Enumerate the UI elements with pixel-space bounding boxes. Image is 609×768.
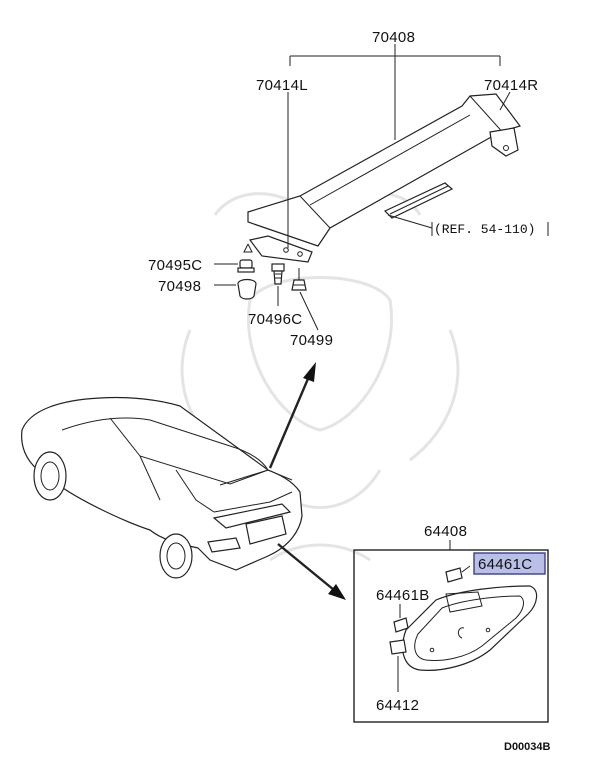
label-70499: 70499 bbox=[290, 332, 333, 349]
label-70498: 70498 bbox=[158, 278, 201, 295]
label-64461b: 64461B bbox=[376, 587, 430, 604]
label-64408: 64408 bbox=[424, 523, 467, 540]
garnish-inset bbox=[353, 540, 549, 723]
car-body bbox=[21, 396, 303, 579]
label-70408: 70408 bbox=[372, 29, 415, 46]
pointer-arrows bbox=[268, 362, 346, 600]
label-64412: 64412 bbox=[376, 697, 419, 714]
label-70496c: 70496C bbox=[248, 311, 302, 328]
label-70414l: 70414L bbox=[256, 77, 308, 94]
label-70495c: 70495C bbox=[148, 257, 202, 274]
label-ref-54-110: (REF. 54-110) bbox=[434, 222, 535, 237]
spoiler-leader-lines bbox=[214, 44, 511, 331]
label-64461c: 64461C bbox=[478, 556, 532, 573]
highlight-64461c bbox=[473, 552, 546, 575]
label-diagram-code: D00034B bbox=[504, 741, 551, 753]
ref-box bbox=[431, 222, 549, 236]
spoiler-fasteners bbox=[237, 243, 307, 300]
label-70414r: 70414R bbox=[484, 77, 538, 94]
rear-spoiler bbox=[247, 93, 521, 263]
